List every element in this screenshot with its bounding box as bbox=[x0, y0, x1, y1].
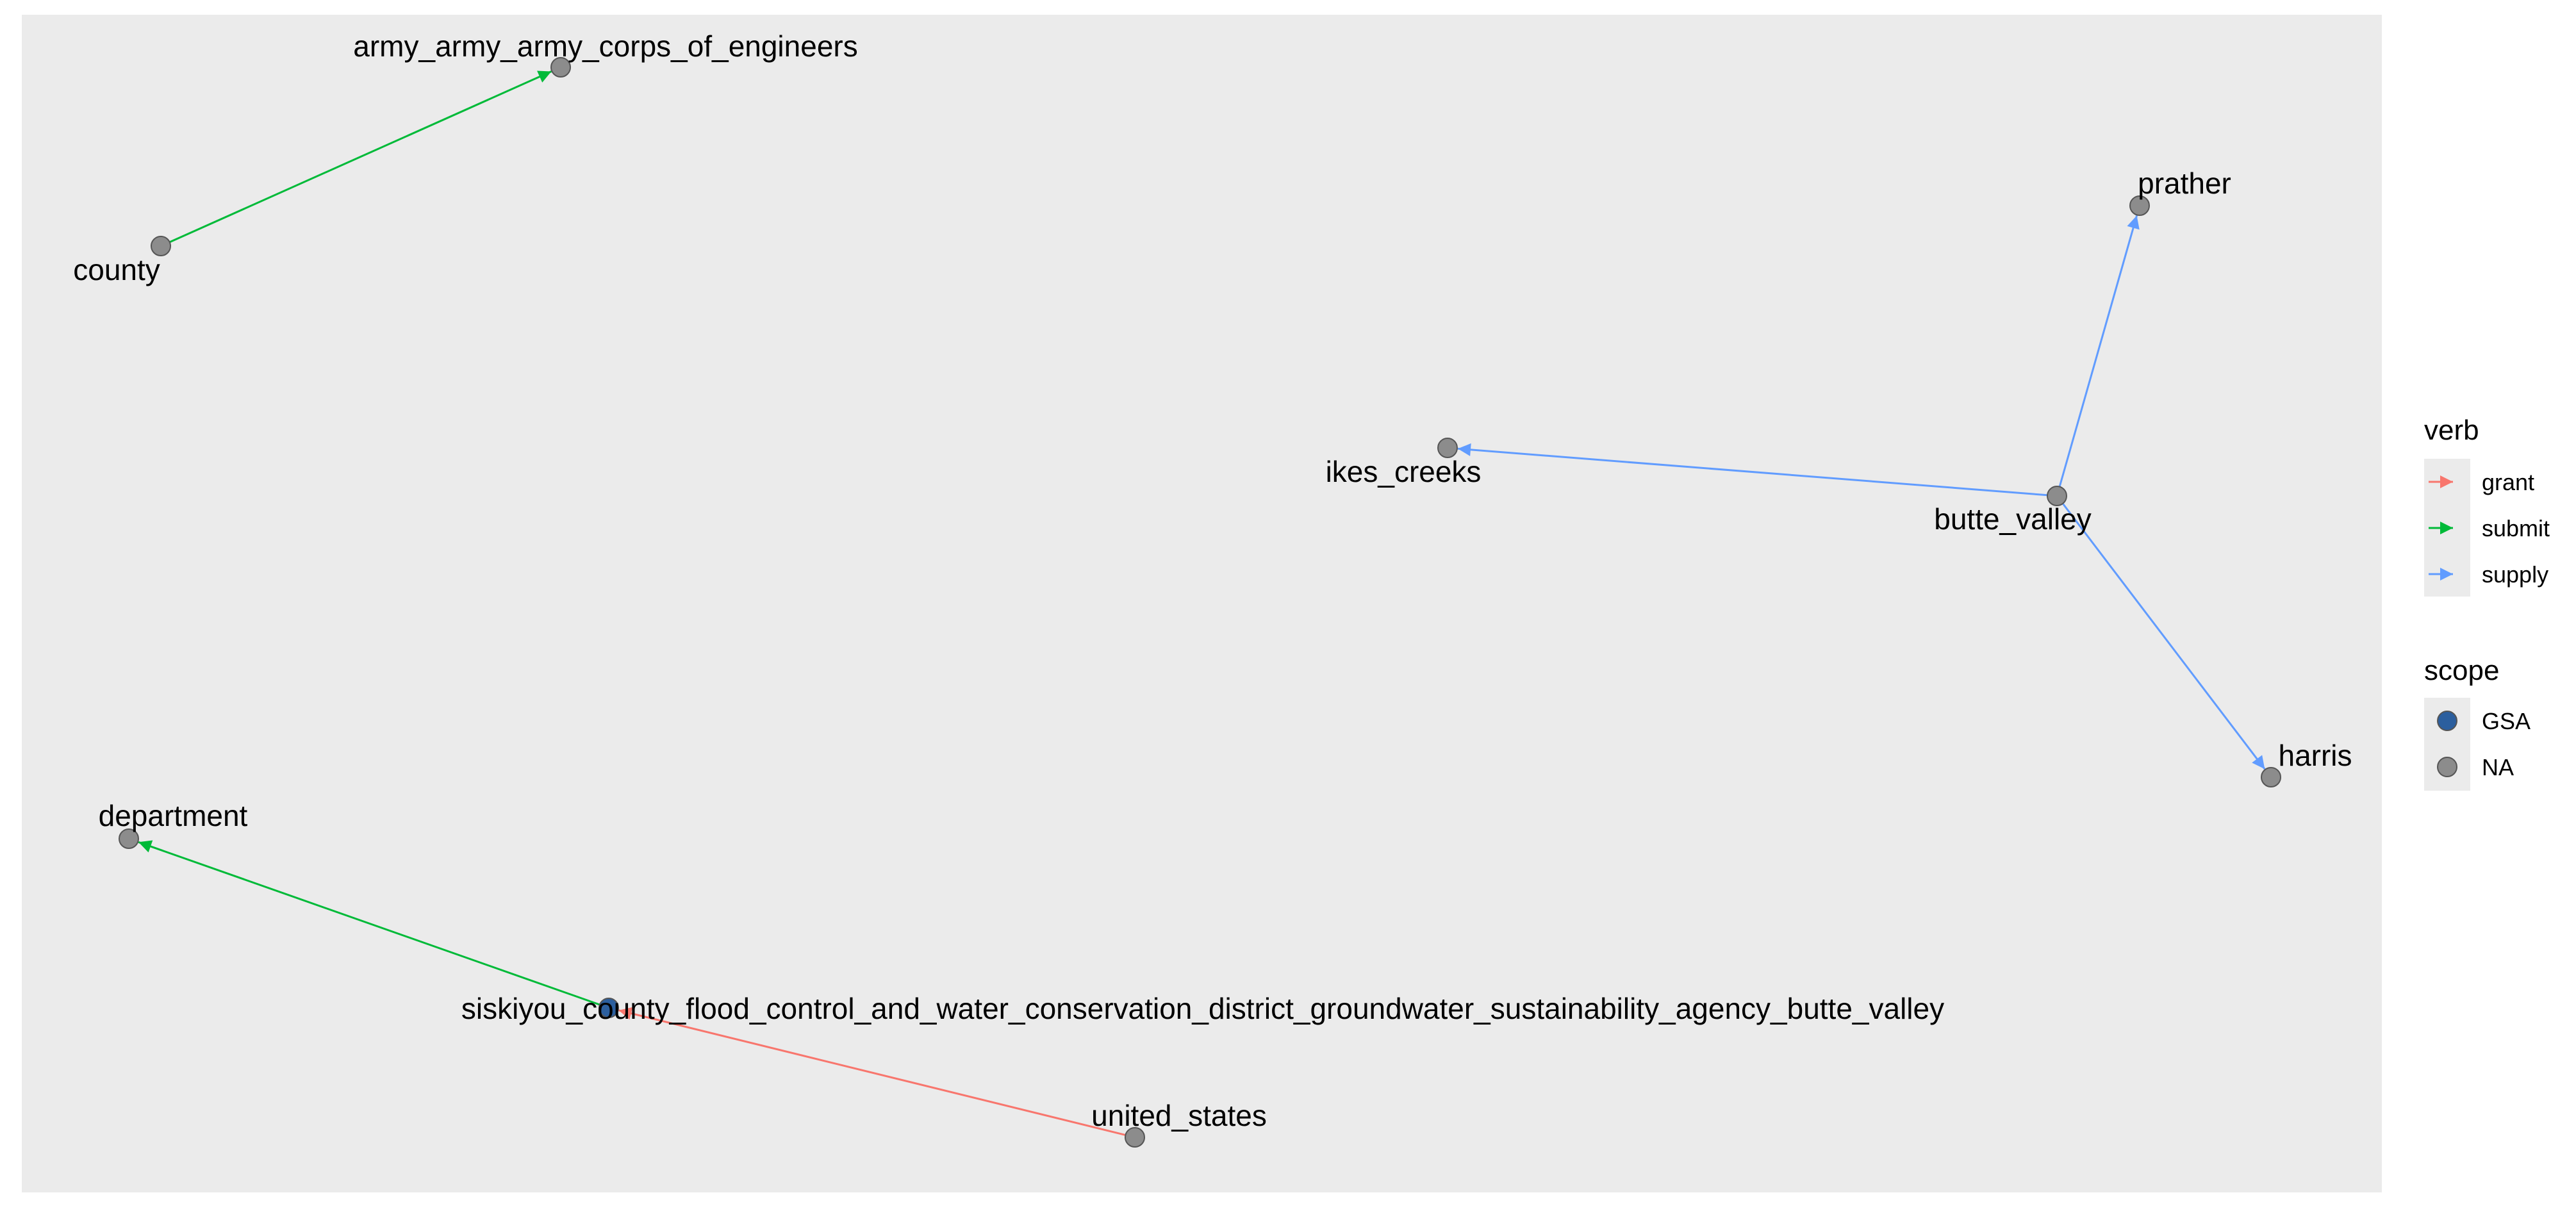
legend-verb-label: grant bbox=[2482, 469, 2534, 495]
node-label: butte_valley bbox=[1934, 502, 2092, 536]
node-siskiyou bbox=[599, 998, 619, 1018]
legend-scope-label: GSA bbox=[2482, 708, 2531, 734]
edge-grant bbox=[618, 1007, 1126, 1136]
node-harris bbox=[2261, 767, 2281, 787]
legend-gsa-dot-icon bbox=[2437, 711, 2457, 731]
edge-submit bbox=[138, 840, 600, 1006]
node-united-states bbox=[1125, 1127, 1145, 1148]
node-prather bbox=[2129, 195, 2150, 216]
legend-verb: verb grant submit supply bbox=[2424, 415, 2550, 597]
legend-scope: scope GSA NA bbox=[2424, 655, 2531, 791]
node-label: harris bbox=[2278, 739, 2352, 772]
legend-na-dot-icon bbox=[2437, 757, 2457, 777]
node-ikes-creeks bbox=[1437, 438, 1458, 458]
edges-layer bbox=[138, 70, 2266, 1136]
node-army-army-army-corps-of-engineers bbox=[550, 57, 571, 78]
node-label: army_army_army_corps_of_engineers bbox=[353, 29, 857, 63]
node-department bbox=[119, 828, 139, 849]
node-county bbox=[151, 236, 171, 256]
legend-scope-label: NA bbox=[2482, 754, 2514, 780]
legend-scope-title: scope bbox=[2424, 655, 2499, 686]
node-label: county bbox=[73, 253, 160, 286]
node-label: united_states bbox=[1091, 1099, 1267, 1132]
node-butte-valley bbox=[2047, 486, 2067, 506]
edge-submit bbox=[169, 70, 552, 243]
legend-verb-label: submit bbox=[2482, 515, 2550, 541]
node-label: department bbox=[99, 799, 248, 832]
edge-supply bbox=[1457, 443, 2048, 497]
plot-panel bbox=[22, 15, 2382, 1192]
legend-verb-title: verb bbox=[2424, 415, 2479, 446]
node-label: prather bbox=[2138, 167, 2231, 200]
edge-supply bbox=[2058, 215, 2140, 488]
node-label: siskiyou_county_flood_control_and_water_… bbox=[461, 992, 1944, 1025]
edge-supply bbox=[2061, 502, 2266, 770]
legend-verb-label: supply bbox=[2482, 561, 2548, 588]
nodes-layer bbox=[119, 57, 2281, 1148]
node-label: ikes_creeks bbox=[1326, 455, 1482, 488]
